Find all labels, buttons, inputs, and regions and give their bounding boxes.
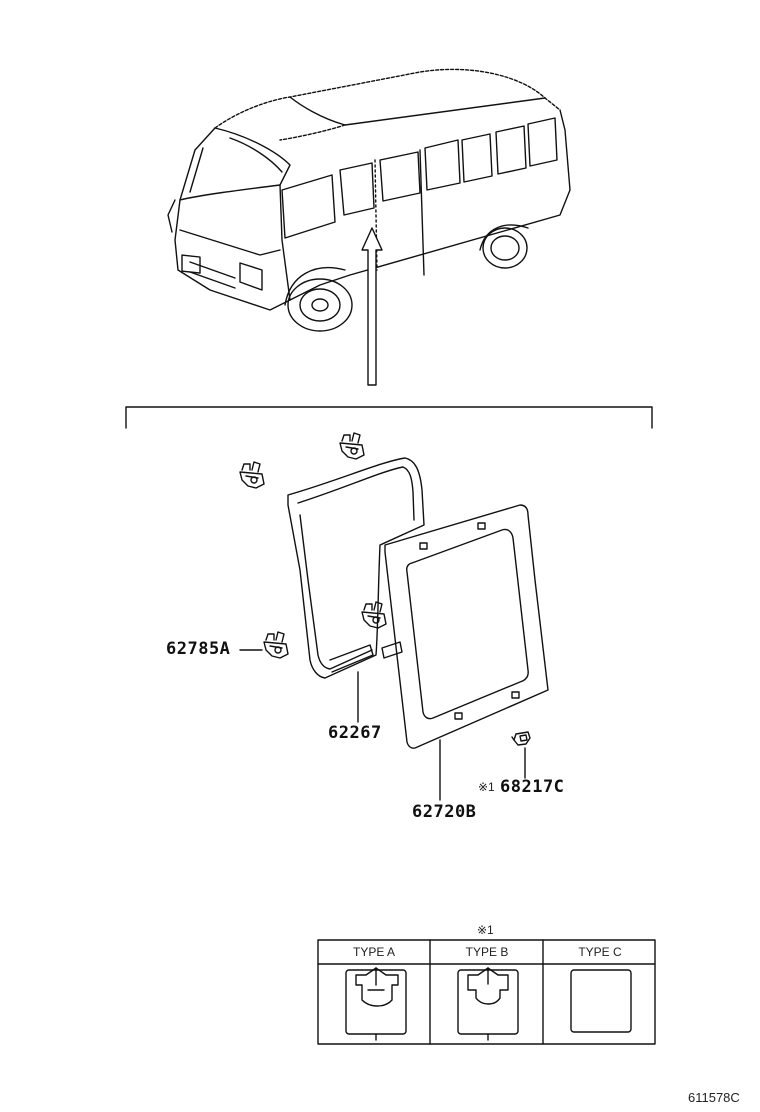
clip-icon — [361, 601, 387, 629]
clip-type-a-icon — [345, 967, 407, 1041]
assembly-bracket — [125, 406, 653, 429]
window-glass-panel — [384, 504, 549, 749]
clip-icon — [239, 461, 265, 489]
type-c-header: TYPE C — [578, 945, 622, 959]
type-b-header: TYPE B — [465, 945, 509, 959]
figure-code: 611578C — [688, 1090, 740, 1105]
clip-type-table — [317, 939, 656, 1045]
part-number-62267: 62267 — [328, 723, 382, 743]
location-arrow — [361, 227, 383, 386]
type-table-note-mark: ※1 — [477, 923, 494, 937]
part-number-62785A: 62785A — [166, 639, 231, 659]
note-mark-68217C: ※1 — [478, 780, 495, 794]
type-a-header: TYPE A — [352, 945, 396, 959]
clip-type-c-icon — [570, 969, 632, 1033]
part-number-68217C: 68217C — [500, 777, 565, 797]
clip-icon — [263, 631, 289, 659]
weatherstrip-seal — [287, 457, 425, 679]
fastener-clip-icon — [511, 731, 531, 746]
part-number-62720B: 62720B — [412, 802, 477, 822]
clip-type-b-icon — [457, 967, 519, 1041]
clip-icon — [339, 432, 365, 460]
